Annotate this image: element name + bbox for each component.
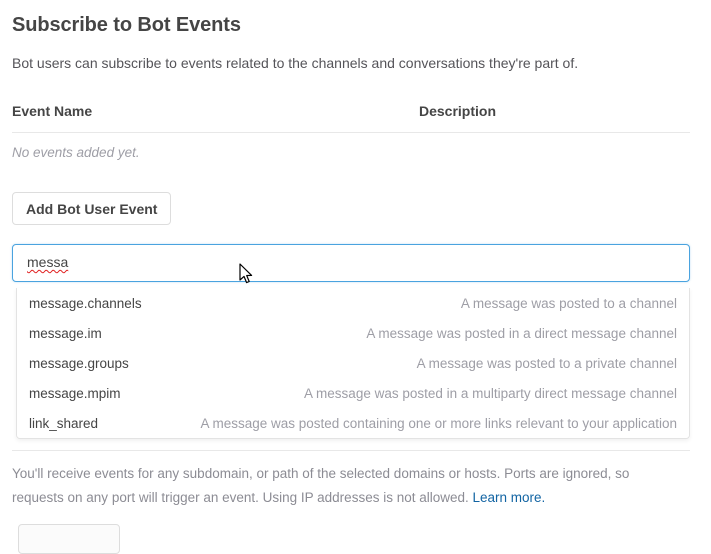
events-table-header: Event Name Description <box>12 103 690 133</box>
dropdown-option-name: link_shared <box>29 415 99 431</box>
dropdown-option[interactable]: message.im A message was posted in a dire… <box>17 318 689 348</box>
dropdown-option-description: A message was posted to a private channe… <box>416 355 677 371</box>
dropdown-option[interactable]: message.mpim A message was posted in a mu… <box>17 378 689 408</box>
dropdown-option-description: A message was posted in a direct message… <box>366 325 677 341</box>
event-search-value: messa <box>27 254 69 270</box>
page-title: Subscribe to Bot Events <box>12 14 241 36</box>
footer-help-sentence: You'll receive events for any subdomain,… <box>12 466 630 505</box>
events-empty-message: No events added yet. <box>12 145 140 160</box>
dropdown-option-description: A message was posted containing one or m… <box>200 415 677 431</box>
dropdown-option-name: message.mpim <box>29 385 121 401</box>
table-header-divider <box>12 132 690 133</box>
event-suggestions-dropdown[interactable]: message.channels A message was posted to … <box>16 288 690 439</box>
dropdown-option-name: message.im <box>29 325 102 341</box>
dropdown-option[interactable]: link_shared A message was posted containi… <box>17 408 689 438</box>
dropdown-option-description: A message was posted to a channel <box>460 295 677 311</box>
dropdown-option-description: A message was posted in a multiparty dir… <box>304 385 677 401</box>
column-header-description: Description <box>419 103 497 119</box>
footer-divider <box>12 450 690 451</box>
event-search-input[interactable]: messa <box>12 244 690 282</box>
dropdown-option[interactable]: message.channels A message was posted to … <box>17 288 689 318</box>
bot-events-page: Subscribe to Bot Events Bot users can su… <box>12 14 690 554</box>
column-header-event-name: Event Name <box>12 103 93 119</box>
page-subtitle: Bot users can subscribe to events relate… <box>12 55 579 71</box>
dropdown-option[interactable]: message.groups A message was posted to a … <box>17 348 689 378</box>
dropdown-option-name: message.groups <box>29 355 129 371</box>
footer-save-button-partial[interactable] <box>18 524 120 554</box>
add-bot-user-event-button[interactable]: Add Bot User Event <box>12 192 172 225</box>
dropdown-option-name: message.channels <box>29 295 142 311</box>
learn-more-link[interactable]: Learn more. <box>472 490 546 505</box>
footer-help-text: You'll receive events for any subdomain,… <box>12 462 684 510</box>
